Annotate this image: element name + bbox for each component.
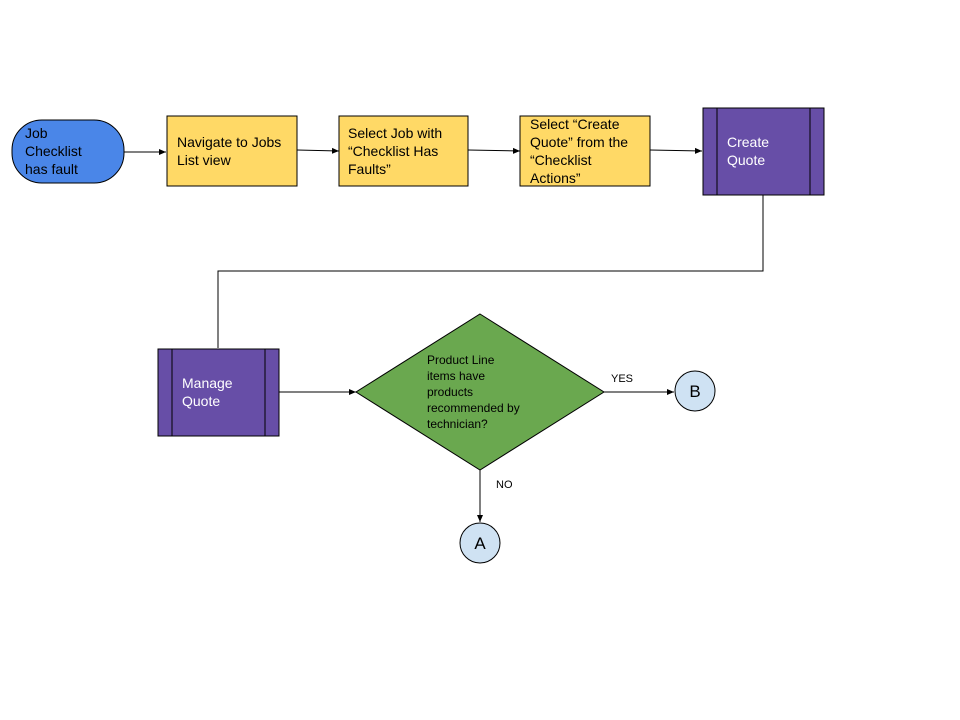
decision-line-2: items have	[427, 369, 485, 383]
manage-quote-line-2: Quote	[182, 393, 220, 409]
manage-quote-line-1: Manage	[182, 375, 233, 391]
navigate-line-1: Navigate to Jobs	[177, 134, 281, 150]
decision-line-5: technician?	[427, 417, 488, 431]
decision-diamond-node: Product Line items have products recomme…	[355, 313, 605, 471]
select-job-line-2: “Checklist Has	[348, 143, 438, 159]
select-create-line-4: Actions”	[530, 170, 581, 186]
decision-line-1: Product Line	[427, 353, 495, 367]
select-job-line-1: Select Job with	[348, 125, 442, 141]
connector-a-label: A	[474, 534, 486, 553]
connector-b-label: B	[689, 382, 700, 401]
select-create-line-1: Select “Create	[530, 116, 620, 132]
edges	[124, 147, 764, 522]
connector-a-node: A	[459, 522, 501, 564]
edge-label-yes: YES	[611, 373, 633, 385]
select-create-line-2: Quote” from the	[530, 134, 628, 150]
svg-text:Create Quote: Create Quote	[727, 134, 773, 168]
svg-text:Manage Quote: Manage Quote	[182, 375, 236, 409]
edge-label-no: NO	[496, 479, 513, 491]
edge-create-quote-to-manage-quote	[217, 195, 764, 348]
svg-text:Navigate to Jobs List vi: Navigate to Jobs List view	[177, 134, 285, 168]
select-job-line-3: Faults”	[348, 161, 391, 177]
decision-line-3: products	[427, 385, 473, 399]
start-terminal-line-2: Checklist	[25, 143, 82, 159]
decision-line-4: recommended by	[427, 401, 520, 415]
edge-navigate-to-select-job	[296, 147, 340, 154]
svg-text:Select “Create Quote” fr: Select “Create Quote” from the “Checklis…	[530, 116, 632, 186]
create-quote-line-2: Quote	[727, 152, 765, 168]
connector-b-node: B	[674, 370, 716, 412]
start-terminal-line-3: has fault	[25, 161, 78, 177]
select-create-line-3: “Checklist	[530, 152, 592, 168]
select-job-process-node: Select Job with “Checklist Has Faults”	[338, 115, 469, 187]
create-quote-line-1: Create	[727, 134, 769, 150]
svg-text:Product Line items have: Product Line items have products recomme…	[427, 353, 523, 431]
navigate-process-node: Navigate to Jobs List view	[166, 115, 298, 187]
start-terminal-node: Job Checklist has fault	[11, 119, 125, 184]
svg-text:Select Job with “Checkli: Select Job with “Checklist Has Faults”	[348, 125, 446, 177]
svg-text:Job Checklist has: Job Checklist has fault	[25, 125, 86, 177]
select-create-quote-process-node: Select “Create Quote” from the “Checklis…	[519, 115, 651, 187]
navigate-line-2: List view	[177, 152, 232, 168]
edge-select-job-to-select-create	[467, 147, 521, 154]
create-quote-subprocess-node: Create Quote	[702, 107, 825, 196]
edge-select-create-to-create-quote	[649, 147, 703, 154]
start-terminal-line-1: Job	[25, 125, 48, 141]
manage-quote-subprocess-node: Manage Quote	[157, 348, 280, 437]
